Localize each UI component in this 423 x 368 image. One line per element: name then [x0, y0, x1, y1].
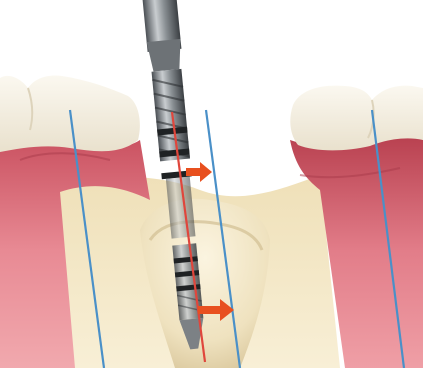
implant-illustration	[0, 0, 423, 368]
implant-diagram-svg	[0, 0, 423, 368]
